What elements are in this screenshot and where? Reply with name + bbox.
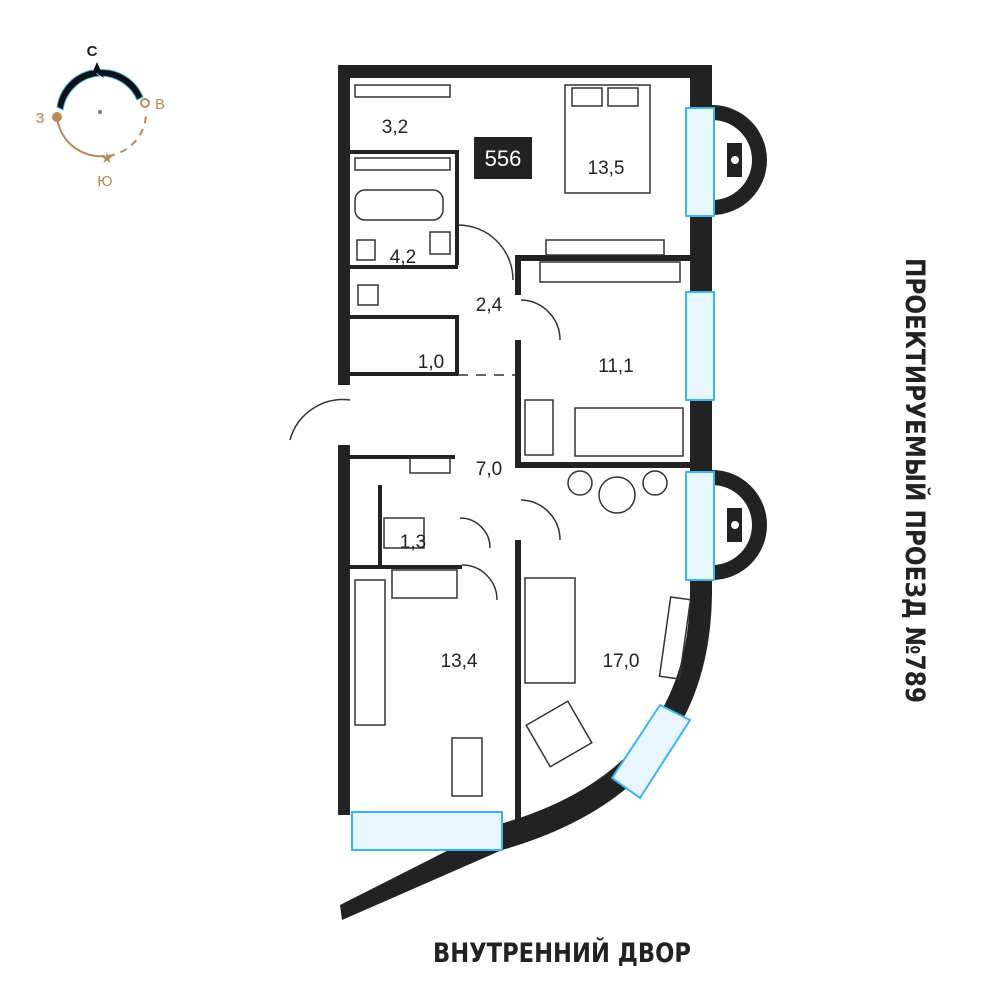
room-area-kitchen: 13,4 [441, 651, 478, 672]
room-area-hallway: 7,0 [476, 459, 502, 480]
windows [351, 107, 715, 851]
bay-window-top [712, 105, 767, 215]
bay-window-bottom [712, 470, 767, 580]
sofa-icon [524, 577, 576, 684]
compass-south: Ю [97, 173, 112, 190]
compass-arc-nw [56, 69, 102, 111]
room-area-laundry: 1,0 [418, 352, 444, 373]
compass-east: В [155, 96, 165, 113]
room-area-bathroom: 4,2 [390, 247, 416, 268]
room-area-living-room: 17,0 [603, 651, 640, 672]
double-bed-icon [564, 84, 651, 194]
compass-arc-sw [56, 117, 106, 158]
interior-walls [289, 150, 690, 840]
compass-north: С [87, 43, 98, 60]
apartment-number: 556 [485, 146, 522, 171]
dining-table-icon [451, 737, 483, 797]
room-area-bedroom-2: 11,1 [598, 356, 634, 377]
compass-arc-se [107, 109, 148, 157]
room-area-storage: 3,2 [382, 117, 408, 138]
table-icon [598, 476, 636, 514]
desk-icon [539, 261, 681, 283]
bathtub-icon [354, 189, 444, 221]
kitchen-counter-icon [354, 579, 386, 726]
room-area-hall-small: 2,4 [476, 295, 503, 316]
star-icon: ★ [100, 150, 113, 167]
door-swing [457, 224, 514, 281]
compass-arc-ne [95, 69, 144, 101]
entrance-door-swing [289, 398, 351, 441]
east-dot-icon [140, 98, 150, 108]
street-label: ПРОЕКТИРУЕМЫЙ ПРОЕЗД №789 [899, 258, 931, 703]
armchair-icon [525, 700, 593, 768]
west-dot-icon [52, 112, 62, 122]
courtyard-label: ВНУТРЕННИЙ ДВОР [433, 937, 691, 969]
compass: ★ С З В Ю [35, 43, 165, 190]
room-area-wc: 1,3 [400, 532, 426, 553]
compass-west: З [35, 110, 44, 127]
apartment-number-badge [474, 137, 532, 179]
north-arrow-icon [90, 62, 104, 78]
single-bed-icon [574, 407, 684, 457]
room-labels: 3,2 13,5 4,2 2,4 1,0 11,1 7,0 1,3 13,4 1… [382, 117, 640, 672]
compass-center-icon [98, 110, 102, 114]
room-area-bedroom: 13,5 [588, 158, 625, 179]
furniture [354, 84, 692, 797]
